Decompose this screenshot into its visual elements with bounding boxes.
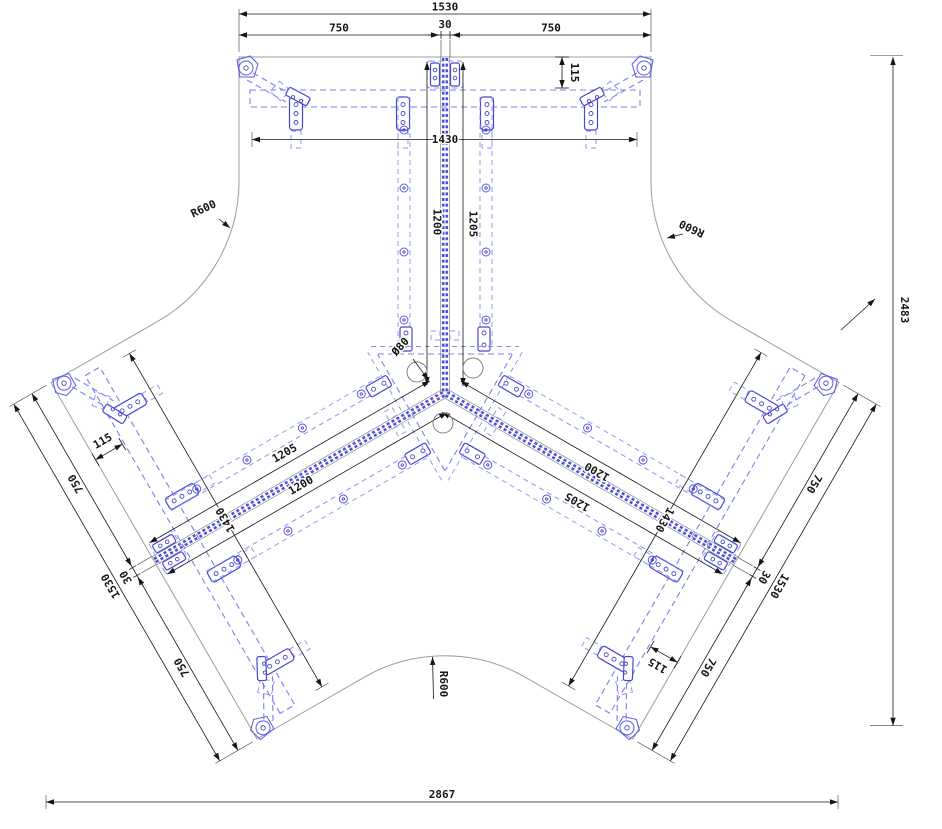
dim-label-gap: 30 [438,18,451,31]
dim-label-rail-b: 1205 [563,489,592,514]
dim-label-corner-radius: R600 [437,671,450,698]
center-rail [442,388,739,566]
fillet-callout-top-right: R600 [666,215,708,241]
dim-label-half-left: 750 [804,472,825,496]
dim-label-edge-inset: 115 [646,655,670,676]
arm-dimensions: 1530 750 30 750 115 1430 [238,0,652,386]
dim-label-edge-inset: 115 [568,63,581,83]
dim-label-overall-height: 2483 [898,297,911,324]
cable-channels [397,97,493,345]
desk-arm: 1530 750 30 750 115 1430 [441,348,881,764]
dim-overall-width: 2867 [45,787,839,809]
dim-label-corner-radius: R600 [189,197,219,220]
fillet-callout-bottom: R600 [429,656,452,700]
dim-label-overall-width: 2867 [429,788,456,801]
fillet-callout-top-left: R600 [187,196,231,229]
arm-dimensions: 1530 750 30 750 115 1430 [441,348,881,764]
dim-overall-height: 2483 [840,55,913,727]
dim-label-arm-end-width: 1530 [432,1,459,14]
dim-label-half-left: 750 [329,22,349,35]
desk-arm: 1530 750 30 750 115 1430 [9,349,448,764]
tabletop-outline [50,56,840,740]
dim-label-edge-inset: 115 [91,431,115,452]
rail-brackets [399,60,491,352]
grommet-holes [406,357,484,434]
dim-label-support-span: 1430 [432,133,459,146]
grommet-circle [462,357,484,379]
dim-label-gap: 30 [755,568,773,586]
grommet-callout: Ø80 [387,333,429,381]
dim-label-rail-b: 1205 [467,211,480,238]
dim-label-half-right: 750 [698,655,719,679]
arm-dimensions: 1530 750 30 750 115 1430 [9,349,448,764]
dim-label-corner-radius: R600 [677,217,707,240]
desk-arm: 1530 750 30 750 115 1430 [236,0,654,393]
support-beam [249,89,641,108]
dim-label-rail-a: 1200 [431,209,444,236]
center-plate-edge-outer [367,351,443,481]
cable-channels [462,375,726,583]
dim-label-half-right: 750 [541,22,561,35]
rail-brackets [459,375,741,574]
cable-channels [164,375,428,583]
mounting-brackets [288,96,599,149]
grommet-circle [432,412,454,434]
leader-extension [840,298,876,331]
dim-label-half-right: 750 [65,472,86,496]
center-rail [151,388,448,566]
center-rail [440,57,450,393]
dim-label-half-left: 750 [171,655,192,679]
dim-label-rail-b: 1205 [270,441,299,466]
rail-brackets [149,375,431,574]
center-plate-edge-outer [447,351,523,481]
arms-layer: 1530 750 30 750 115 1430 [9,0,881,764]
dim-label-gap: 30 [117,568,135,586]
